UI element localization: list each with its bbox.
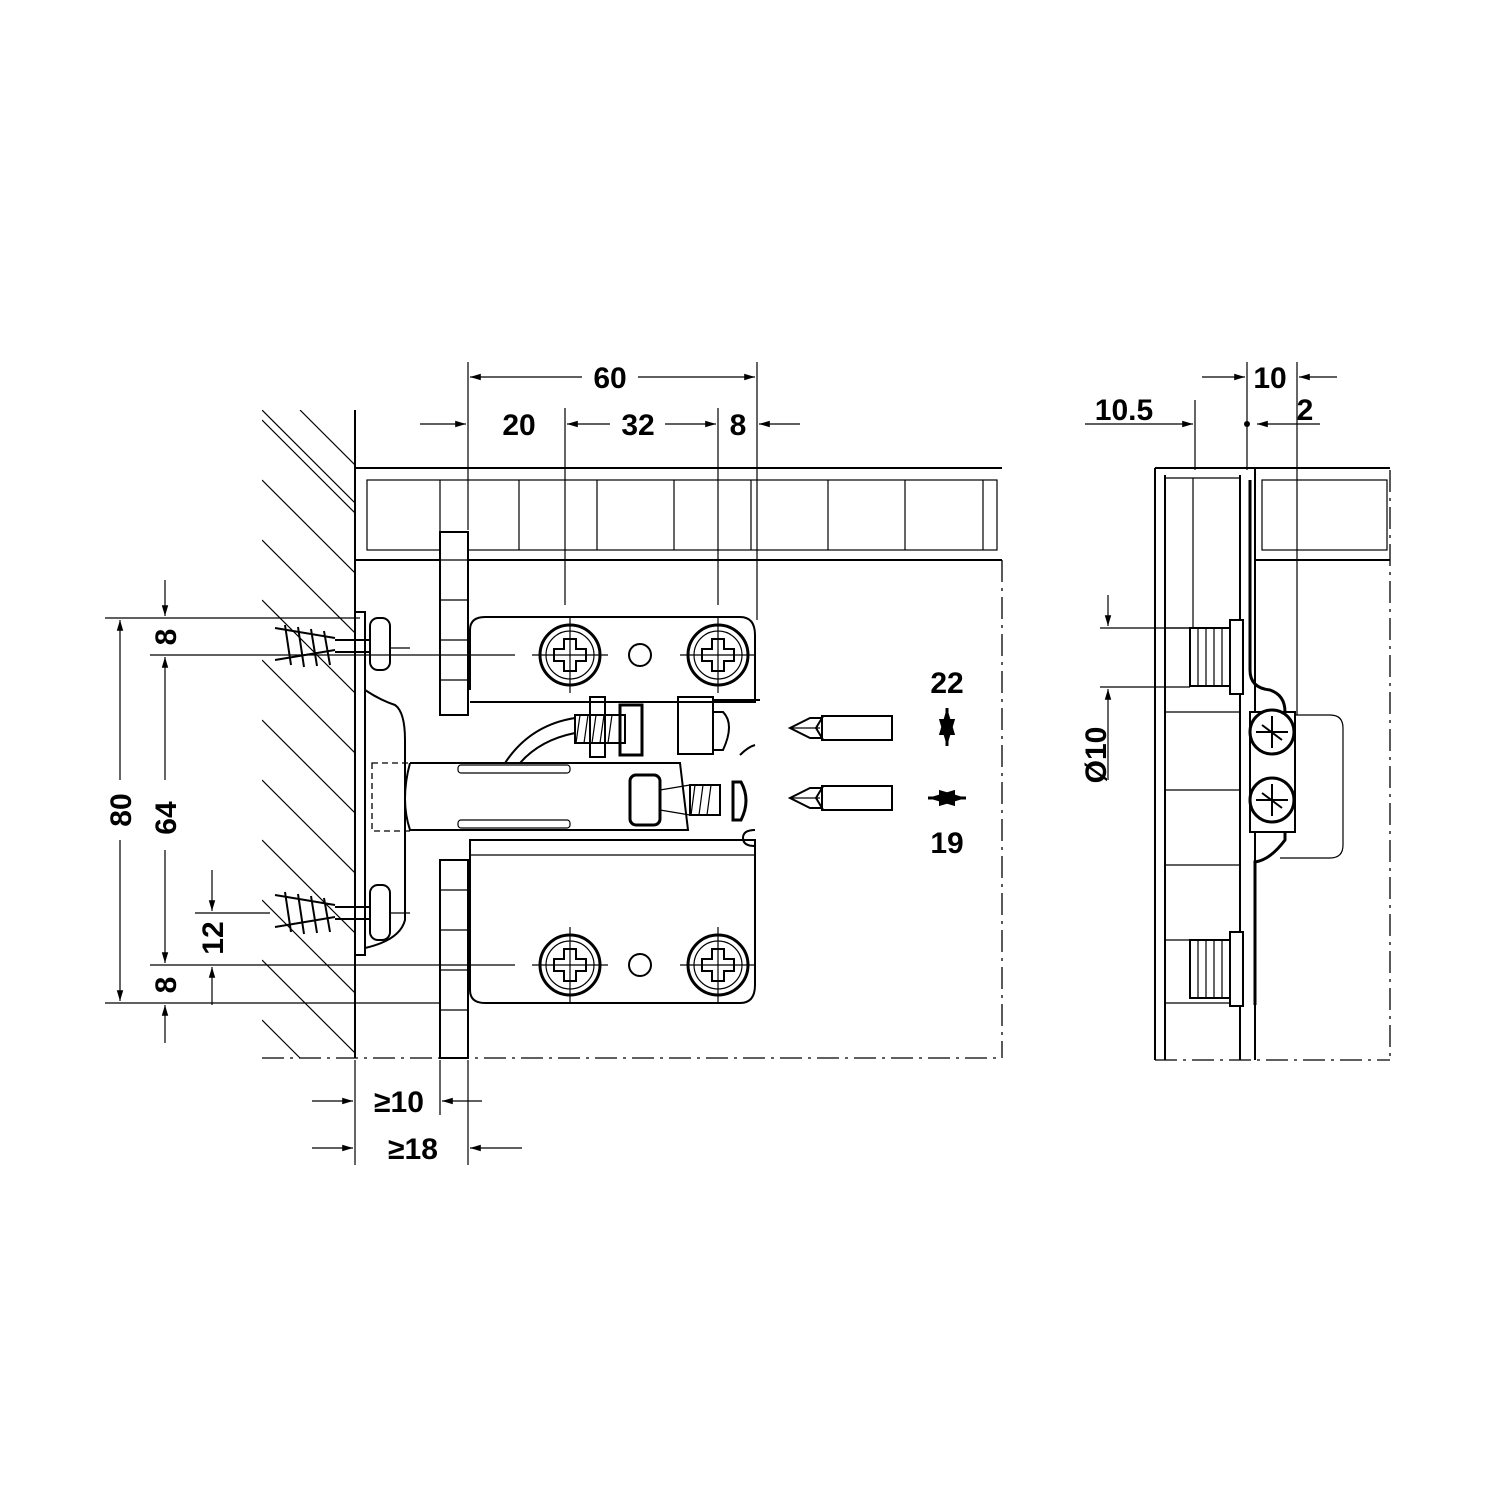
phillips-screw-icon	[1248, 708, 1296, 756]
screwdriver-bit-icon	[789, 785, 893, 811]
dim-80: 80	[105, 793, 138, 826]
dim-8: 8	[730, 409, 747, 442]
vertical-adjust-label: 22	[930, 667, 963, 700]
dim-60: 60	[593, 362, 626, 395]
dim-10-5: 10.5	[1095, 394, 1153, 427]
upper-bracket	[469, 615, 758, 703]
dowel-icon	[1189, 619, 1244, 695]
dim-min-18: ≥18	[388, 1133, 438, 1166]
dim-8-bottom: 8	[150, 977, 183, 994]
dim-2: 2	[1297, 394, 1314, 427]
top-dimensions: 60 20 32 8	[420, 362, 800, 620]
wall-screw	[274, 891, 410, 935]
dowel-icon	[1189, 931, 1244, 1007]
wall-hatching	[262, 410, 355, 1059]
dim-64: 64	[150, 801, 183, 835]
adjustment-mechanism	[404, 696, 760, 847]
depth-adjust-label: 19	[930, 827, 963, 860]
dim-32: 32	[621, 409, 654, 442]
front-panel	[439, 531, 469, 1059]
dim-10: 10	[1253, 362, 1286, 395]
dim-min-10: ≥10	[374, 1086, 424, 1119]
dim-12: 12	[197, 921, 230, 954]
dim-20: 20	[502, 409, 535, 442]
mounting-plate	[354, 611, 413, 956]
lower-bracket	[469, 839, 758, 1005]
dim-diameter-10: Ø10	[1080, 727, 1113, 784]
bottom-dimensions: ≥10 ≥18	[312, 1060, 522, 1166]
dim-8-top: 8	[150, 629, 183, 646]
phillips-screw-icon	[1248, 776, 1296, 824]
screwdriver-bit-icon	[789, 715, 893, 741]
side-view: 10 10.5 2 Ø10	[1080, 362, 1391, 1061]
left-dimensions: 80 64 8 8 12	[105, 580, 515, 1043]
